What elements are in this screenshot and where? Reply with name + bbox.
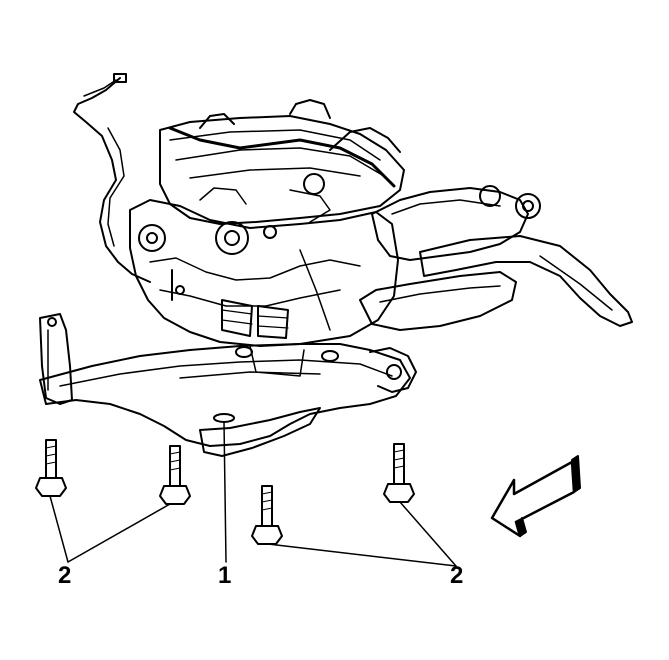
front-direction-arrow-icon — [490, 455, 581, 538]
cradle-left-bracket — [39, 313, 73, 405]
transaxle — [359, 185, 633, 331]
leader-line-center — [223, 421, 227, 563]
engine-mount-right — [257, 305, 289, 339]
coolant-pipe — [168, 126, 396, 188]
oil-pan — [359, 271, 517, 331]
cradle-body — [39, 343, 411, 447]
bolt-right — [383, 443, 415, 503]
transmission-bracket — [419, 235, 633, 327]
harness-connector — [113, 73, 127, 83]
bolt-left-inner — [159, 445, 191, 505]
pulley — [215, 221, 249, 255]
leader-line-left-outer — [49, 495, 69, 563]
intake-manifold — [159, 115, 405, 225]
cradle-lower-rail — [199, 407, 321, 457]
leader-lines — [49, 421, 457, 567]
callout-label-center: 1 — [218, 562, 232, 589]
cradle-hole — [213, 413, 235, 423]
engine-assembly — [73, 73, 405, 347]
callout-label-right: 2 — [450, 562, 464, 589]
engine-block — [129, 199, 399, 347]
leader-line-left-inner — [67, 503, 171, 563]
frame-cradle — [39, 313, 417, 457]
transaxle-case — [371, 187, 529, 261]
callout-label-left: 2 — [58, 562, 72, 589]
cradle-right-end — [369, 347, 417, 393]
wiring-harness — [73, 77, 151, 283]
wiring-harness-inner — [83, 79, 125, 247]
bolt-left-outer — [35, 439, 67, 497]
bolt-center — [251, 485, 283, 545]
leader-line-center-bolt — [267, 543, 457, 567]
leader-line-right-bolt — [399, 501, 457, 567]
